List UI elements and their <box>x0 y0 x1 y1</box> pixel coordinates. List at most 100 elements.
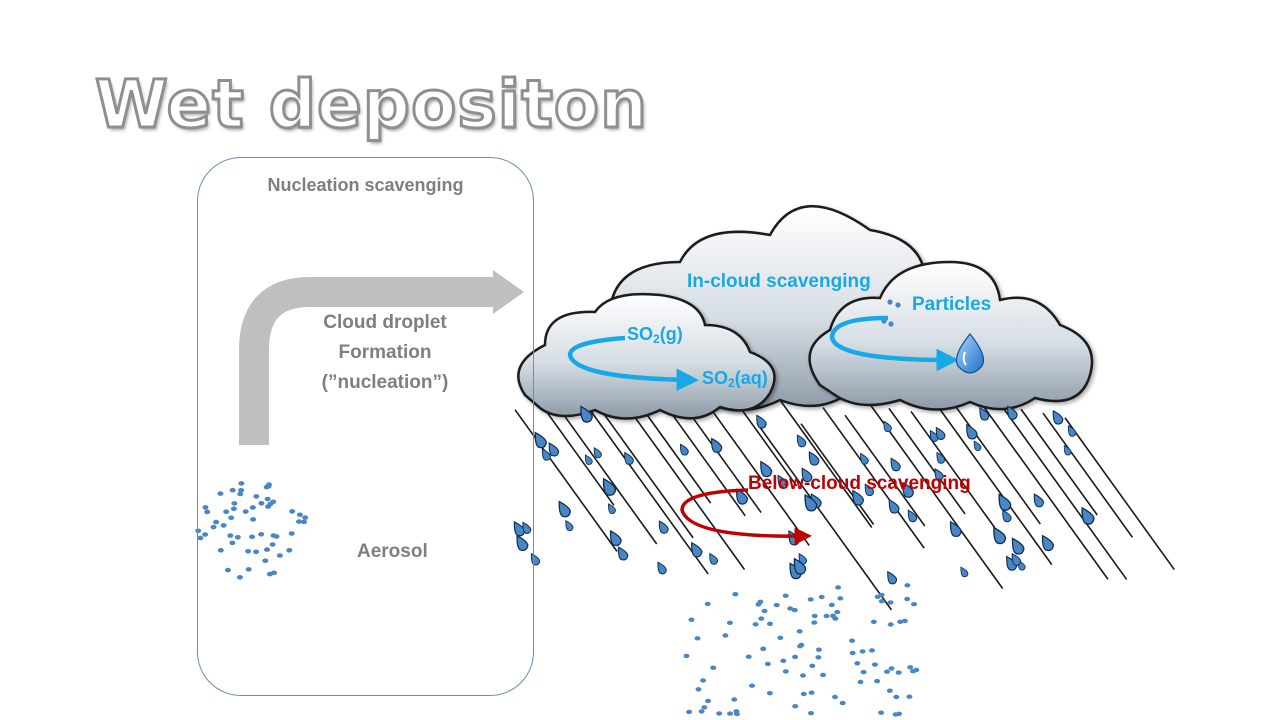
rain-streak <box>756 422 893 611</box>
raindrop <box>798 552 808 565</box>
ground-particle-dot <box>913 667 920 673</box>
so2-aqueous-subscript: 2 <box>728 376 735 390</box>
raindrop <box>907 509 918 523</box>
aerosol-dot <box>217 548 224 553</box>
raindrop <box>883 420 892 433</box>
rain-streak <box>844 414 926 527</box>
raindrop <box>1011 552 1022 566</box>
ground-particle-dot <box>782 593 789 598</box>
droplet-label-line1: Cloud droplet <box>323 312 447 333</box>
ground-particle-dot <box>757 599 764 604</box>
ground-particle-dot <box>849 650 856 656</box>
raindrop <box>804 493 818 512</box>
ground-particle-dot <box>811 620 818 625</box>
aerosol-dot <box>288 531 295 536</box>
raindrop <box>1007 405 1018 420</box>
rain-streak <box>712 411 810 546</box>
ground-particles <box>683 583 920 717</box>
rain-streak <box>800 423 875 525</box>
raindrop <box>1052 409 1064 425</box>
so2-gas-base: SO <box>627 324 654 344</box>
ground-particle-dot <box>897 619 904 624</box>
aerosol-dot <box>202 505 209 510</box>
rain-streak <box>778 398 873 528</box>
raindrop <box>608 503 616 514</box>
aerosol-dot <box>236 575 243 580</box>
raindrop <box>936 451 946 464</box>
aerosol-dot <box>262 558 269 563</box>
raindrop <box>593 447 602 459</box>
raindrop <box>1081 506 1095 525</box>
rain-streak <box>1042 412 1134 538</box>
aerosol-dot <box>301 519 307 525</box>
so2-gas-subscript: 2 <box>653 332 660 346</box>
ground-particle-dot <box>694 636 701 641</box>
nucleation-panel <box>197 157 534 696</box>
right-cloud <box>808 260 1094 411</box>
raindrop <box>522 521 532 534</box>
aerosol-dot <box>227 533 234 538</box>
rain-streak <box>888 407 966 515</box>
ground-particle-dot <box>683 653 690 659</box>
ground-particle-dot <box>839 700 846 706</box>
ground-particle-dot <box>710 665 717 670</box>
raindrop <box>1033 493 1045 508</box>
nucleation-arrow <box>239 270 524 445</box>
ground-particle-dot <box>895 670 902 675</box>
ground-particle-dot <box>731 697 738 702</box>
aerosol-dot <box>231 501 238 506</box>
ground-particle-dot <box>749 683 755 688</box>
raindrop <box>679 443 689 456</box>
below-cloud-scavenging-label: Below-cloud scavenging <box>748 473 971 494</box>
ground-particle-dot <box>752 622 759 627</box>
so2-gas-label: SO2(g) <box>627 324 683 346</box>
ground-particle-dot <box>808 690 815 695</box>
aerosol-particles <box>195 481 309 580</box>
in-cloud-scavenging-label: In-cloud scavenging <box>687 271 871 292</box>
ground-particle-dot <box>792 654 799 660</box>
raindrop <box>966 423 978 440</box>
nucleation-scavenging-label: Nucleation scavenging <box>267 175 464 195</box>
raindrop <box>756 414 767 429</box>
aerosol-dot <box>270 499 277 505</box>
raindrop <box>558 500 571 518</box>
ground-particle-dot <box>834 609 841 615</box>
aerosol-dot <box>269 542 276 547</box>
page-title: Wet depositon <box>93 65 649 145</box>
ground-particle-dot <box>901 618 908 624</box>
raindrop <box>852 489 865 506</box>
aerosol-dot <box>296 519 302 524</box>
raindrop <box>602 477 617 496</box>
ground-particle-dot <box>766 691 773 696</box>
ground-particle-dot <box>733 709 740 714</box>
raindrop <box>584 454 593 465</box>
rain-streak <box>690 414 762 514</box>
aerosol-dot <box>229 487 236 493</box>
aerosol-dot <box>224 567 231 573</box>
ground-particle-dot <box>815 655 822 660</box>
left-cloud <box>517 292 776 420</box>
aerosol-dot <box>238 488 245 493</box>
aerosol-dot <box>286 548 293 553</box>
so2-dissolution-arrow <box>567 335 699 392</box>
raindrop <box>541 448 551 461</box>
ground-particle-dot <box>780 658 787 663</box>
aerosol-dot <box>245 567 252 572</box>
raindrop <box>998 493 1012 511</box>
aerosol-dot <box>195 528 202 534</box>
rain-streak <box>624 403 746 570</box>
raindrop <box>658 520 669 534</box>
rain-streak <box>514 409 618 552</box>
particle-capture-arrow <box>829 315 959 372</box>
aerosol-dot <box>266 482 272 487</box>
ground-particle-dot <box>760 646 767 651</box>
rain-streak <box>536 397 615 506</box>
raindrop <box>711 437 723 453</box>
ground-particle-dot <box>796 629 803 634</box>
cloud-droplet-formation-label: Cloud droplet Formation (”nucleation”) <box>280 308 490 398</box>
ground-particle-dot <box>726 620 733 625</box>
ground-particle-dot <box>758 616 765 621</box>
ground-particle-dot <box>893 694 900 700</box>
so2-aqueous-state: (aq) <box>734 368 768 388</box>
